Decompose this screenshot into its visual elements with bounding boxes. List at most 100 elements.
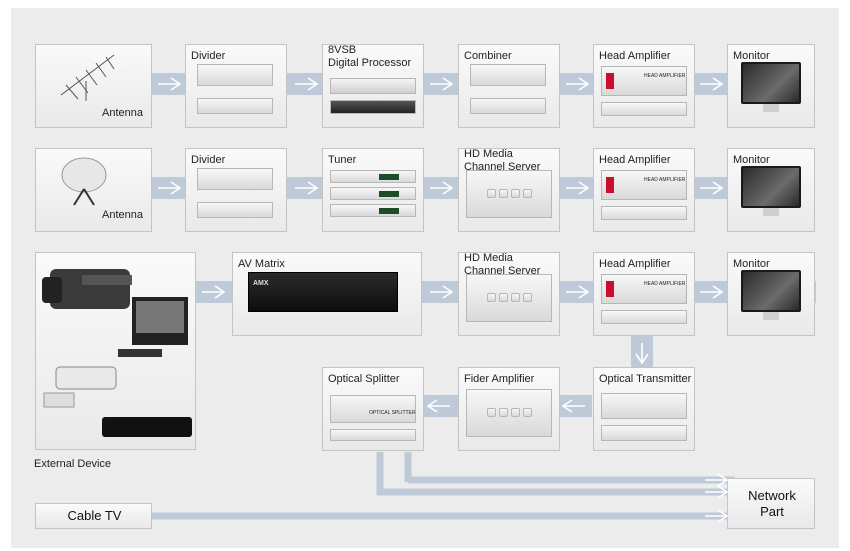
stage-device-art: [458, 367, 560, 451]
rack-unit-icon: [601, 102, 687, 116]
external-device-label: External Device: [34, 458, 112, 470]
monitor-stand-icon: [763, 208, 779, 216]
head-amplifier-unit-icon: HEAD AMPLIFIER: [601, 66, 687, 96]
control-button-icon: [487, 408, 496, 417]
processor-unit-icon: [330, 100, 416, 114]
stage-label: Optical Transmitter: [599, 373, 692, 385]
computer-monitor-icon: [118, 297, 188, 357]
tuner-unit-icon: [330, 170, 416, 183]
stage-device-art: HEAD AMPLIFIER: [593, 148, 695, 232]
stage-device-art: HEAD AMPLIFIER: [593, 252, 695, 336]
stage-label: Monitor: [733, 258, 770, 270]
stage-label: Head Amplifier: [599, 258, 671, 270]
antenna-label: Antenna: [102, 107, 143, 119]
stage-device-art: [185, 148, 287, 232]
tuner-display-icon: [379, 174, 399, 180]
stage-device-art: [727, 148, 815, 232]
control-button-icon: [511, 293, 520, 302]
network-part-box: Network Part: [727, 478, 815, 529]
signal-band: [408, 476, 735, 484]
control-button-icon: [487, 293, 496, 302]
rack-unit-icon: [601, 425, 687, 441]
satellite-dish-icon: [56, 155, 116, 206]
stage-label: HD Media Channel Server: [464, 148, 541, 173]
stage-box: [185, 44, 287, 128]
stage-label: HD Media Channel Server: [464, 252, 541, 277]
antenna-label: Antenna: [102, 209, 143, 221]
stage-label: Optical Splitter: [328, 373, 400, 385]
stage-device-art: [727, 252, 815, 336]
rack-unit-icon: [197, 168, 273, 190]
device-model-text: OPTICAL SPLITTER: [369, 410, 416, 416]
power-switch-icon: [606, 281, 614, 297]
antenna-input-box: Antenna: [35, 44, 152, 128]
monitor-stand-icon: [763, 312, 779, 320]
rack-unit-icon: [330, 429, 416, 441]
stage-device-art: [458, 44, 560, 128]
stage-label: Monitor: [733, 50, 770, 62]
media-server-unit-icon: [466, 274, 552, 322]
media-player-icon: [102, 417, 192, 437]
stage-label: Fider Amplifier: [464, 373, 535, 385]
monitor-screen-icon: [741, 62, 801, 104]
stage-box: [458, 44, 560, 128]
media-server-unit-icon: [466, 389, 552, 437]
stage-label: Tuner: [328, 154, 357, 166]
stage-label: 8VSB Digital Processor: [328, 44, 412, 69]
processor-unit-icon: [330, 78, 416, 94]
antenna-input-box: Antenna: [35, 148, 152, 232]
stage-device-art: [458, 252, 560, 336]
device-model-text: HEAD AMPLIFIER: [644, 73, 686, 79]
cable-tv-box: Cable TV: [35, 503, 152, 529]
tuner-unit-icon: [330, 187, 416, 200]
control-button-icon: [523, 189, 532, 198]
stage-label: Divider: [191, 154, 226, 166]
control-button-icon: [523, 293, 532, 302]
stage-device-art: [593, 367, 695, 451]
stage-label: AV Matrix: [238, 258, 285, 270]
external-device-box: [35, 252, 196, 450]
signal-band: [377, 488, 735, 496]
signal-band: [376, 452, 384, 495]
rack-unit-icon: [470, 98, 546, 114]
video-camera-icon: [42, 269, 132, 309]
stage-device-art: [458, 148, 560, 232]
rack-unit-icon: [197, 64, 273, 86]
control-button-icon: [511, 189, 520, 198]
stage-device-art: HEAD AMPLIFIER: [593, 44, 695, 128]
control-button-icon: [487, 189, 496, 198]
signal-band: [404, 452, 412, 482]
tuner-display-icon: [379, 191, 399, 197]
rack-unit-icon: [601, 206, 687, 220]
yagi-antenna-icon: [56, 51, 116, 101]
device-model-text: HEAD AMPLIFIER: [644, 177, 686, 183]
rack-unit-icon: [601, 310, 687, 324]
optical-transmitter-unit-icon: [601, 393, 687, 419]
stage-label: Monitor: [733, 154, 770, 166]
stage-label: Combiner: [464, 50, 512, 62]
stage-label: Head Amplifier: [599, 154, 671, 166]
monitor-screen-icon: [741, 270, 801, 312]
control-button-icon: [499, 293, 508, 302]
head-amplifier-unit-icon: HEAD AMPLIFIER: [601, 274, 687, 304]
head-amplifier-unit-icon: HEAD AMPLIFIER: [601, 170, 687, 200]
monitor-stand-icon: [763, 104, 779, 112]
network-part-label: Network Part: [748, 488, 796, 519]
monitor-screen-icon: [741, 166, 801, 208]
media-server-unit-icon: [466, 170, 552, 218]
stage-device-art: [727, 44, 815, 128]
rack-unit-icon: [470, 64, 546, 86]
cctv-camera-icon: [43, 366, 117, 408]
stage-device-art: [322, 148, 424, 232]
rack-unit-icon: [197, 202, 273, 218]
stage-label: Head Amplifier: [599, 50, 671, 62]
signal-band: [150, 512, 735, 520]
amx-logo: AMX: [253, 280, 269, 287]
stage-label: Divider: [191, 50, 226, 62]
stage-device-art: OPTICAL SPLITTER: [322, 367, 424, 451]
control-button-icon: [511, 408, 520, 417]
stage-device-art: AMX: [232, 252, 422, 336]
optical-splitter-unit-icon: OPTICAL SPLITTER: [330, 395, 416, 423]
